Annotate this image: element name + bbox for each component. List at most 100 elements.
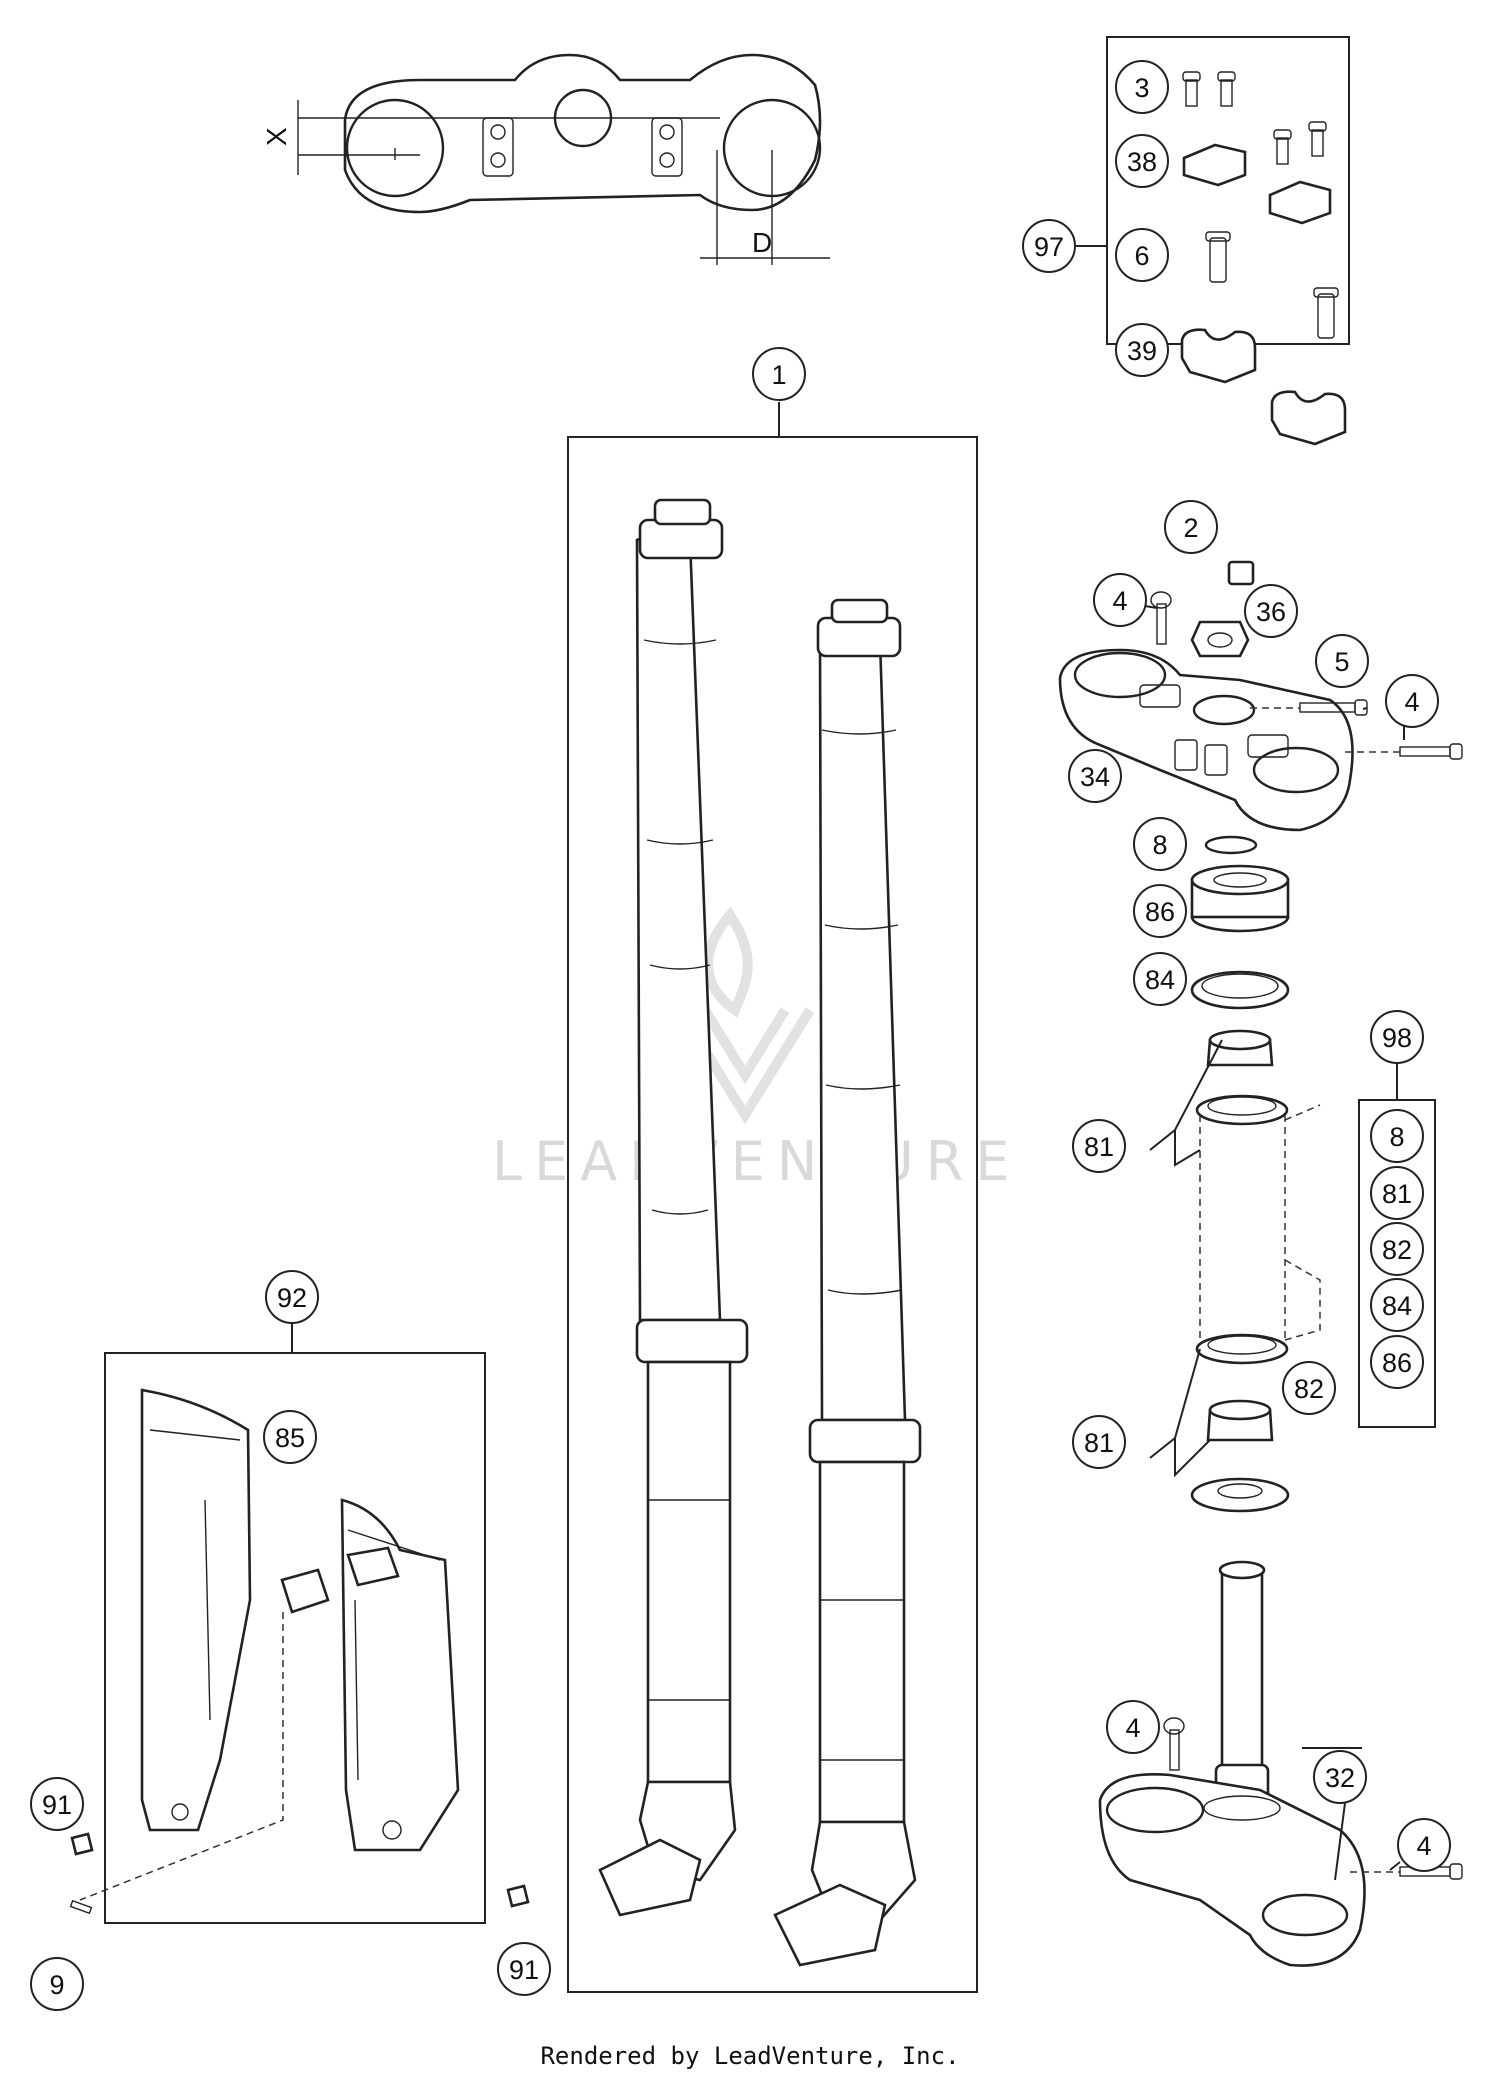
callout-label: 82: [1294, 1374, 1324, 1404]
callout-circle: [263, 1410, 317, 1464]
callout-circle: [1115, 323, 1169, 377]
callout-label: 86: [1382, 1348, 1412, 1378]
callout-label: 32: [1325, 1763, 1355, 1793]
lower-triple-clamp-32: [1098, 1560, 1463, 1967]
callout-91: 91: [497, 1942, 551, 1996]
callout-34: 34: [1068, 749, 1122, 803]
callout-label: 85: [275, 1423, 305, 1453]
callout-label: 82: [1382, 1235, 1412, 1265]
callout-82: 82: [1282, 1361, 1336, 1415]
callout-91: 91: [30, 1777, 84, 1831]
callout-92: 92: [265, 1270, 319, 1324]
callout-circle: [1133, 817, 1187, 871]
dimension-x-label: X: [261, 127, 292, 146]
callout-84: 84: [1370, 1278, 1424, 1332]
callout-label: 92: [277, 1283, 307, 1313]
callout-9: 9: [30, 1957, 84, 2011]
callout-label: 4: [1125, 1713, 1140, 1743]
callout-circle: [1370, 1109, 1424, 1163]
watermark: LEADVENTURE: [492, 906, 1021, 1193]
callout-label: 81: [1084, 1428, 1114, 1458]
dimension-d-label: D: [752, 227, 772, 258]
callout-circle: [1072, 1119, 1126, 1173]
callout-circle: [1164, 500, 1218, 554]
upper-triple-clamp-34: [1058, 560, 1463, 832]
callout-label: 5: [1334, 647, 1349, 677]
callout-circle: [1068, 749, 1122, 803]
callout-label: 4: [1404, 687, 1419, 717]
callout-circle: [1370, 1335, 1424, 1389]
callout-circle: [1282, 1361, 1336, 1415]
callout-84: 84: [1133, 952, 1187, 1006]
callout-circle: [1244, 584, 1298, 638]
callout-81: 81: [1072, 1415, 1126, 1469]
bearing-stack: [1149, 835, 1321, 1513]
callout-label: 84: [1145, 965, 1175, 995]
callout-circle: [1093, 573, 1147, 627]
callout-8: 8: [1370, 1109, 1424, 1163]
callout-circle: [1313, 1750, 1367, 1804]
part-kit-97-box: [1076, 36, 1350, 446]
callout-label: 4: [1112, 586, 1127, 616]
callout-label: 36: [1256, 597, 1286, 627]
callout-circle: [1133, 884, 1187, 938]
callout-39: 39: [1115, 323, 1169, 377]
callout-label: 3: [1134, 73, 1149, 103]
callout-label: 38: [1127, 147, 1157, 177]
fork-protector-92: [69, 1322, 530, 1924]
callout-label: 34: [1080, 762, 1110, 792]
clamp-dimension-diagram: X D: [261, 53, 830, 265]
callout-label: 81: [1084, 1132, 1114, 1162]
callout-label: 9: [49, 1970, 64, 2000]
callout-circle: [1370, 1010, 1424, 1064]
callout-circle: [265, 1270, 319, 1324]
callout-85: 85: [263, 1410, 317, 1464]
callout-5: 5: [1315, 634, 1369, 688]
callout-1: 1: [752, 347, 806, 401]
callout-8: 8: [1133, 817, 1187, 871]
watermark-brand: LEADVENTURE: [492, 1130, 1021, 1193]
callout-label: 84: [1382, 1291, 1412, 1321]
callout-circle: [30, 1957, 84, 2011]
callout-86: 86: [1133, 884, 1187, 938]
callout-label: 97: [1034, 232, 1064, 262]
callout-97: 97: [1022, 219, 1076, 273]
callout-label: 6: [1134, 241, 1149, 271]
callout-circle: [30, 1777, 84, 1831]
callout-circle: [1115, 60, 1169, 114]
callout-label: 1: [771, 360, 786, 390]
callouts: 1234444568893234363839818181828284848586…: [30, 60, 1451, 2011]
callout-label: 91: [42, 1790, 72, 1820]
callout-4: 4: [1106, 1700, 1160, 1754]
callout-label: 39: [1127, 336, 1157, 366]
callout-circle: [1022, 219, 1076, 273]
callout-3: 3: [1115, 60, 1169, 114]
leader-lines: [1144, 605, 1405, 1881]
footer-credit: Rendered by LeadVenture, Inc.: [540, 2042, 960, 2070]
callout-circle: [1370, 1278, 1424, 1332]
callout-circle: [497, 1942, 551, 1996]
callout-circle: [1115, 134, 1169, 188]
callout-circle: [1370, 1222, 1424, 1276]
callout-38: 38: [1115, 134, 1169, 188]
callout-label: 8: [1152, 830, 1167, 860]
bearing-kit-98-box: [1358, 1064, 1436, 1428]
callout-86: 86: [1370, 1335, 1424, 1389]
callout-2: 2: [1164, 500, 1218, 554]
callout-4: 4: [1093, 573, 1147, 627]
callout-circle: [1115, 228, 1169, 282]
callout-label: 91: [509, 1955, 539, 1985]
callout-circle: [1072, 1415, 1126, 1469]
callout-4: 4: [1397, 1818, 1451, 1872]
callout-98: 98: [1370, 1010, 1424, 1064]
callout-label: 81: [1382, 1179, 1412, 1209]
callout-circle: [1370, 1166, 1424, 1220]
callout-36: 36: [1244, 584, 1298, 638]
callout-4: 4: [1385, 674, 1439, 728]
callout-circle: [1133, 952, 1187, 1006]
callout-81: 81: [1072, 1119, 1126, 1173]
callout-circle: [1315, 634, 1369, 688]
callout-label: 98: [1382, 1023, 1412, 1053]
callout-32: 32: [1313, 1750, 1367, 1804]
callout-label: 2: [1183, 513, 1198, 543]
